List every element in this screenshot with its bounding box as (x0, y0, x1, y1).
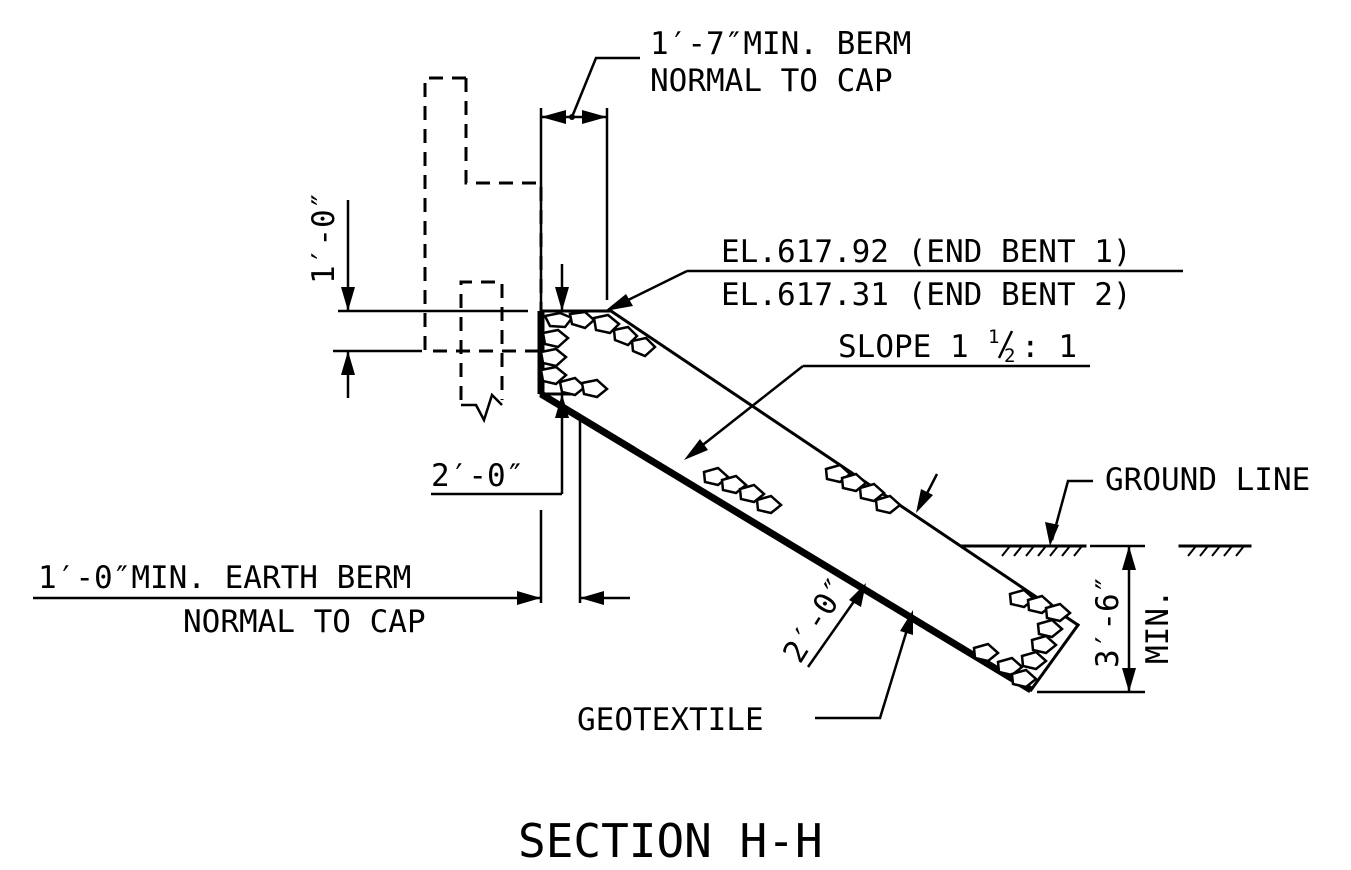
geotextile-label: GEOTEXTILE (577, 702, 764, 738)
berm-top-label-line2: NORMAL TO CAP (650, 63, 893, 99)
geotextile-leader (815, 610, 913, 720)
earth-berm-label-line1: 1′-0″MIN. EARTH BERM (38, 560, 411, 596)
earth-berm-dimension (33, 414, 630, 605)
dashed-pile-outline (459, 280, 504, 424)
riprap-stones (539, 310, 1072, 689)
elevation-leader (605, 269, 1183, 311)
dim-1ft-label: 1′-0″ (306, 191, 342, 284)
ground-line-label: GROUND LINE (1105, 462, 1310, 498)
depth-dimension-3ft6 (1037, 544, 1145, 694)
slope-leader (684, 364, 1090, 460)
dim-2ft-cap-label: 2′-0″ (431, 458, 524, 494)
earth-berm-label-line2: NORMAL TO CAP (183, 604, 426, 640)
elevation-end-bent-2: EL.617.31 (END BENT 2) (721, 277, 1132, 313)
dim-min-label: MIN. (1140, 589, 1176, 664)
ground-line (960, 479, 1252, 557)
berm-top-label-line1: 1′-7″MIN. BERM (650, 26, 911, 62)
dim-3ft6-label: 3′-6″ (1090, 575, 1126, 668)
slab-thickness-dimension (806, 473, 939, 668)
cap-dimension-2ft (431, 264, 569, 496)
section-title: SECTION H-H (518, 814, 823, 868)
svg-text:1: 1 (988, 326, 999, 348)
svg-text:2: 2 (1004, 345, 1015, 367)
berm-top-dimension (539, 56, 640, 311)
svg-text:: 1: : 1 (1021, 329, 1077, 365)
elevation-end-bent-1: EL.617.92 (END BENT 1) (721, 234, 1132, 270)
slope-label: SLOPE 1 1 2 : 1 (838, 326, 1077, 367)
svg-text:SLOPE 1: SLOPE 1 (838, 329, 969, 365)
vertical-dimension-1ft (333, 200, 528, 398)
